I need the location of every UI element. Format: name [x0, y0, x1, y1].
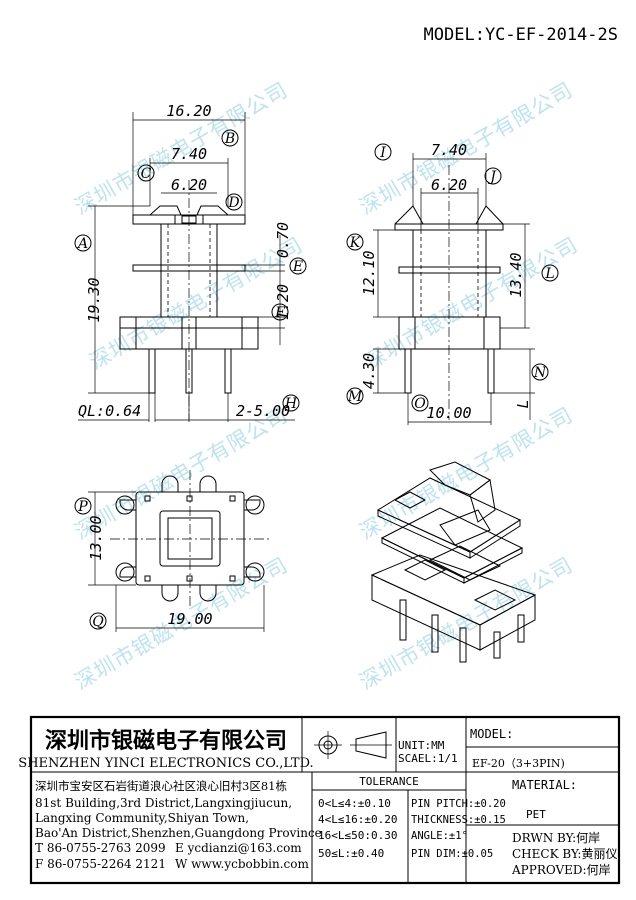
- drawn-by: DRWN BY:何岸: [512, 831, 600, 845]
- side-dim-inner: 7.40: [431, 141, 467, 159]
- address-line-1: 深圳市宝安区石岩街道浪心社区浪心旧村3区81栋: [35, 779, 287, 793]
- side-view: 7.40 6.20 12.10 13.40 4.30 10.00 L I: [346, 141, 559, 425]
- front-dim-pitch: 2-5.00: [236, 402, 290, 420]
- label-q: Q: [92, 614, 104, 630]
- company-name-en: SHENZHEN YINCI ELECTRONICS CO.,LTD.: [18, 756, 313, 771]
- projection-symbol-icon: [314, 731, 392, 759]
- tolerance-right-3: ANGLE:±1°: [411, 830, 468, 842]
- model-value: EF-20（3+3PIN): [472, 757, 565, 770]
- tolerance-left-3: 16<L≤50:0.30: [318, 829, 397, 842]
- address-line-3: Langxing Community,Shiyan Town,: [35, 811, 249, 825]
- tolerance-right-4: PIN DIM:±0.05: [411, 848, 493, 860]
- front-dim-inner: 7.40: [171, 145, 207, 163]
- tolerance-right-1: PIN PITCH:±0.20: [411, 798, 506, 810]
- front-dim-ql: QL:0.64: [78, 402, 141, 420]
- unit-label: UNIT:MM: [398, 739, 445, 752]
- label-e: E: [292, 259, 303, 275]
- front-view: 16.20 7.40 6.20 19.30 0.70 1.20 QL:0.64 …: [74, 102, 307, 422]
- watermark-6: 深圳市银磁电子有限公司: [356, 403, 578, 545]
- label-a: A: [76, 236, 88, 252]
- label-d: D: [227, 195, 239, 211]
- contact-fax: F 86-0755-2264 2121: [35, 857, 166, 871]
- approved-by: APPROVED:何岸: [511, 863, 611, 877]
- label-c: C: [141, 166, 152, 182]
- tolerance-left-4: 50≤L:±0.40: [318, 847, 384, 860]
- side-view-labels: I J K L M N O: [346, 143, 559, 412]
- contact-tel: T 86-0755-2763 2099: [35, 841, 166, 855]
- front-dim-height: 19.30: [85, 277, 103, 322]
- tolerance-title: TOLERANCE: [359, 775, 419, 788]
- side-dim-l: L: [514, 399, 532, 408]
- front-view-labels: B C D A E F H: [74, 129, 307, 412]
- tolerance-right-2: THICKNESS:±0.15: [411, 814, 506, 826]
- label-p: P: [77, 499, 88, 515]
- side-dim-pin: 4.30: [360, 353, 378, 389]
- label-n: N: [533, 365, 547, 381]
- label-b: B: [224, 131, 235, 147]
- label-f: F: [274, 305, 286, 321]
- model-header: MODEL:YC-EF-2014-2S: [424, 25, 618, 45]
- label-k: K: [349, 235, 362, 251]
- front-dim-flange: 0.70: [274, 222, 292, 258]
- side-dim-core: 6.20: [431, 176, 467, 194]
- front-dim-core: 6.20: [171, 176, 207, 194]
- company-name-cn: 深圳市银磁电子有限公司: [45, 728, 287, 754]
- check-by: CHECK BY:黄丽仪: [512, 847, 617, 861]
- label-o: O: [414, 396, 426, 412]
- label-h: H: [284, 396, 298, 412]
- material-value: PET: [526, 808, 546, 821]
- side-dim-total: 13.40: [507, 252, 525, 297]
- front-dim-width: 16.20: [166, 102, 211, 120]
- material-label: MATERIAL:: [512, 778, 577, 792]
- label-i: I: [379, 145, 386, 161]
- address-line-4: Bao'An District,Shenzhen,Guangdong Provi…: [35, 826, 322, 840]
- watermark-4: 深圳市银磁电子有限公司: [361, 233, 583, 375]
- top-dim-depth: 13.00: [87, 515, 105, 560]
- side-dim-span: 10.00: [426, 404, 471, 422]
- side-dim-win: 12.10: [360, 250, 378, 295]
- tolerance-left-1: 0<L≤4:±0.10: [318, 797, 391, 810]
- label-j: J: [487, 169, 497, 185]
- watermark-8: 深圳市银磁电子有限公司: [356, 553, 578, 695]
- tolerance-left-2: 4<L≤16:±0.20: [318, 813, 397, 826]
- contact-email: E ycdianzi@163.com: [175, 841, 302, 855]
- scale-label: SCAEL:1/1: [398, 752, 458, 765]
- top-view: 13.00 19.00 P Q: [74, 470, 270, 632]
- isometric-view: [370, 461, 537, 663]
- label-m: M: [347, 389, 363, 405]
- title-block: 深圳市银磁电子有限公司 SHENZHEN YINCI ELECTRONICS C…: [18, 715, 621, 885]
- contact-web: W www.ycbobbin.com: [175, 857, 309, 871]
- top-dim-width: 19.00: [167, 610, 212, 628]
- model-label: MODEL:: [470, 727, 513, 741]
- label-l: L: [544, 266, 554, 282]
- address-line-2: 81st Building,3rd District,Langxingjiucu…: [35, 796, 292, 810]
